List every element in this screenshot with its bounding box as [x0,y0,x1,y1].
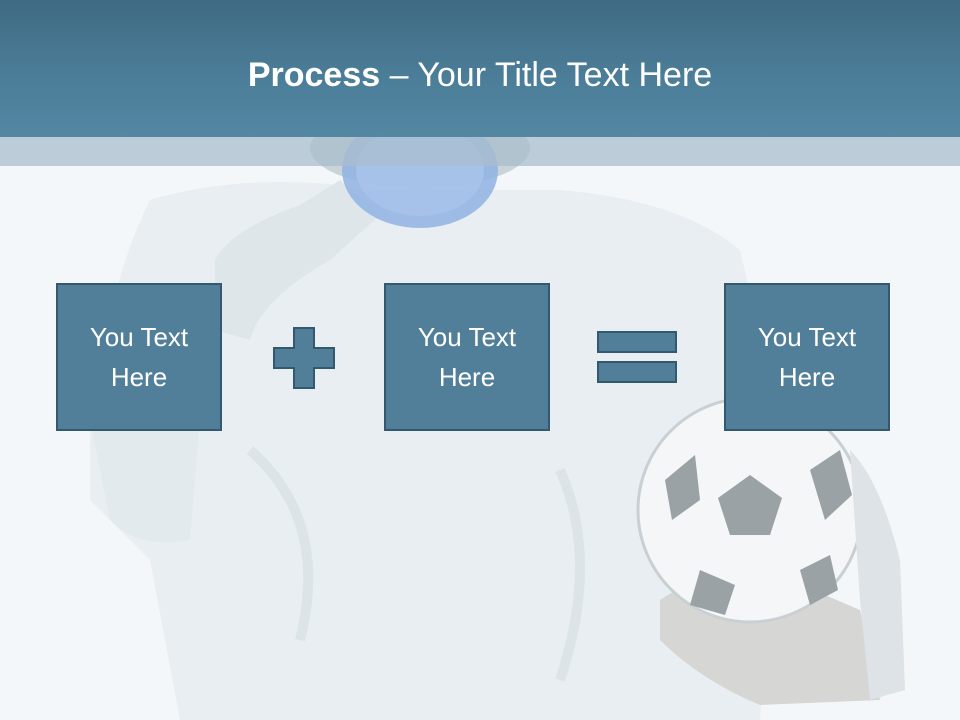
process-box-1-text: You Text Here [89,322,189,392]
equals-icon [597,331,677,383]
title-bar [0,0,960,137]
process-box-3-text: You Text Here [757,322,857,392]
title-bold-part: Process [247,56,381,94]
process-box-1: You Text Here [56,283,222,431]
process-box-2: You Text Here [384,283,550,431]
title-underline-strip [0,137,960,166]
slide-title: Process – Your Title Text Here [0,54,960,96]
process-box-2-text: You Text Here [417,322,517,392]
process-box-3: You Text Here [724,283,890,431]
title-rest-part: – Your Title Text Here [380,56,713,94]
plus-icon [273,327,335,389]
